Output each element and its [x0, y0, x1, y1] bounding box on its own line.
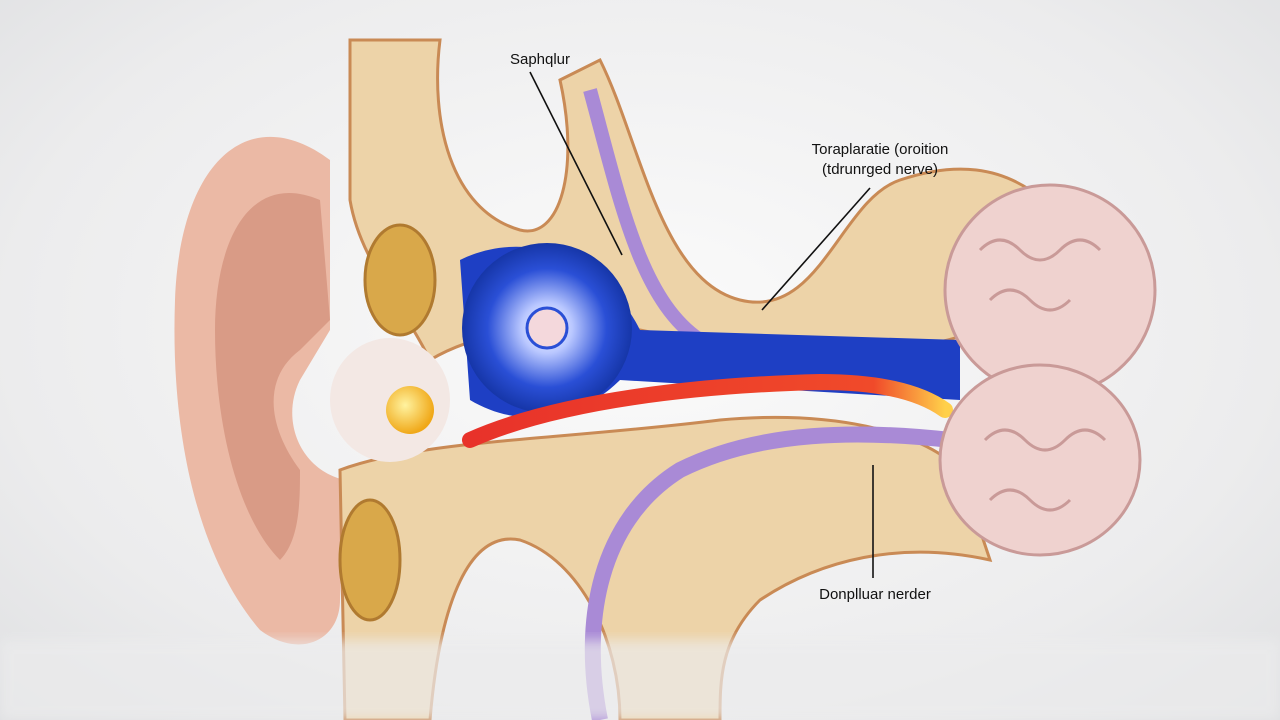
- label-bottom: Donplluar nerder: [819, 586, 931, 603]
- label-right-line1: Toraplaratie (oroition: [811, 141, 949, 158]
- auditory-nerve: [462, 373, 953, 448]
- pointer-line-right: [761, 187, 871, 311]
- ossicle: [386, 386, 434, 434]
- pointer-lines: [529, 71, 874, 578]
- middle-ear: [330, 338, 450, 462]
- label-top: Saphqlur: [509, 51, 571, 68]
- label-right: Toraplaratie (oroition (tdrunrged nerve): [780, 140, 980, 180]
- outer-ear: [174, 136, 345, 645]
- brain: [938, 183, 1157, 557]
- label-right-line2: (tdrunrged nerve): [822, 161, 938, 178]
- pointer-line-top: [529, 71, 623, 256]
